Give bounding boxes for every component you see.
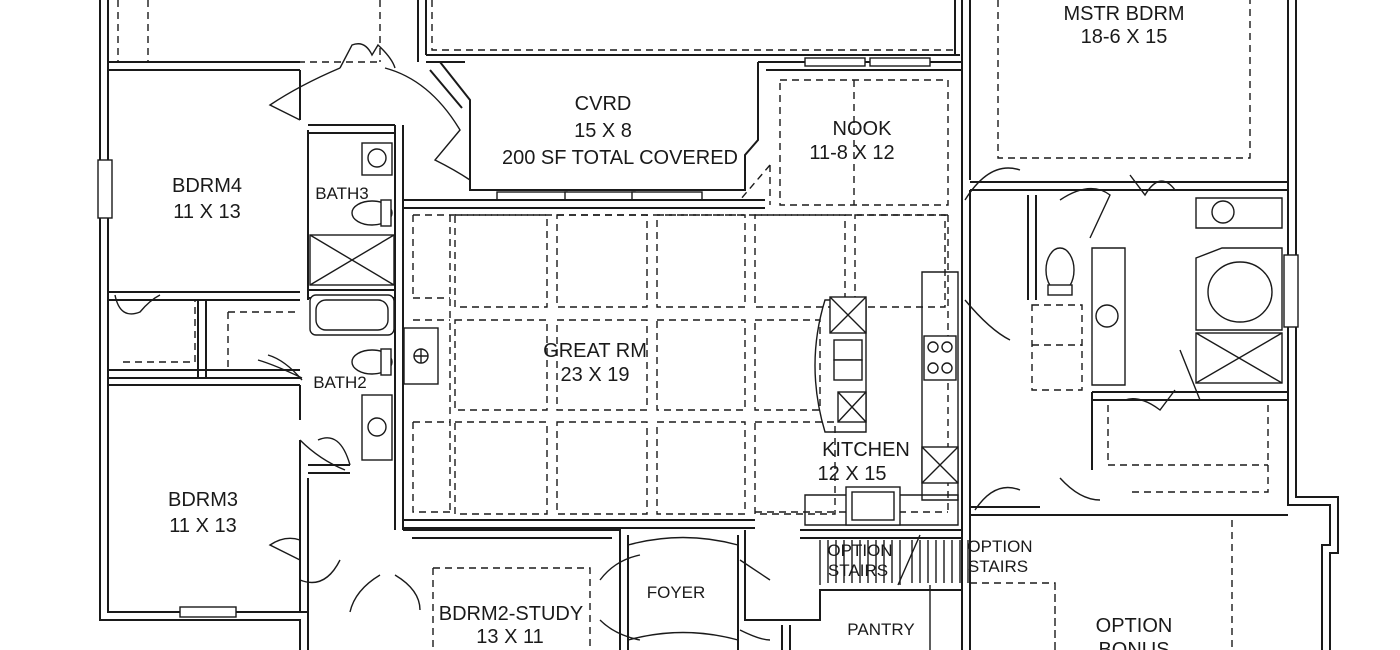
bdrm2-study-label: BDRM2-STUDY xyxy=(439,603,583,625)
window-bdrm4 xyxy=(97,159,113,219)
bath3-fixtures xyxy=(309,142,395,286)
bdrm3-walls xyxy=(107,378,350,612)
lower-middle xyxy=(403,515,1233,650)
great-rm-size: 23 X 19 xyxy=(561,364,630,386)
option-stairs-1-line1: OPTION xyxy=(827,541,892,560)
cvrd-label: CVRD xyxy=(575,93,632,115)
bdrm3-size: 11 X 13 xyxy=(169,515,236,537)
kitchen-counter xyxy=(804,271,959,526)
bath3-label: BATH3 xyxy=(315,184,369,203)
window-mstr-bath xyxy=(1283,254,1299,328)
mstr-bdrm-label: MSTR BDRM xyxy=(1063,3,1184,25)
nook-size: 11-8 X 12 xyxy=(809,142,894,164)
kitchen-label: KITCHEN xyxy=(822,439,910,461)
kitchen-island xyxy=(814,296,867,433)
master-bath xyxy=(961,190,1288,516)
range xyxy=(923,335,957,381)
window-bdrm3 xyxy=(179,606,237,618)
sink-master xyxy=(1095,304,1119,328)
cvrd-size: 15 X 8 xyxy=(574,120,632,142)
nook-label: NOOK xyxy=(833,118,893,140)
cvrd-area xyxy=(429,57,962,201)
door-swings xyxy=(114,43,1201,641)
bath2-label: BATH2 xyxy=(313,373,367,392)
bath2-fixtures xyxy=(309,294,439,461)
option-stairs-1-line2: STAIRS xyxy=(828,561,888,580)
option-bonus-line2: BONUS xyxy=(1098,639,1169,650)
great-rm-label: GREAT RM xyxy=(543,340,647,362)
room-labels: MSTR BDRM 18-6 X 15 CVRD 15 X 8 200 SF T… xyxy=(168,3,1185,650)
pantry-label: PANTRY xyxy=(847,620,914,639)
sink-bath2 xyxy=(361,394,393,461)
top-room-walls xyxy=(108,0,1288,191)
sink-master-2 xyxy=(1211,200,1235,224)
nook-area xyxy=(739,79,949,206)
exterior-walls xyxy=(97,0,1339,650)
option-stairs-2-line2: STAIRS xyxy=(968,557,1028,576)
cvrd-note: 200 SF TOTAL COVERED xyxy=(502,147,738,169)
great-room-grid xyxy=(403,199,949,529)
foyer-label: FOYER xyxy=(647,583,706,602)
mstr-bdrm-size: 18-6 X 15 xyxy=(1081,26,1168,48)
kitchen-size: 12 X 15 xyxy=(818,463,887,485)
bdrm4-size: 11 X 13 xyxy=(173,201,240,223)
option-stairs-2-line1: OPTION xyxy=(967,537,1032,556)
tub-master xyxy=(1207,261,1273,323)
bdrm2-study-size: 13 X 11 xyxy=(476,626,543,648)
option-bonus-line1: OPTION xyxy=(1096,615,1173,637)
bdrm4-label: BDRM4 xyxy=(172,175,242,197)
bdrm3-label: BDRM3 xyxy=(168,489,238,511)
